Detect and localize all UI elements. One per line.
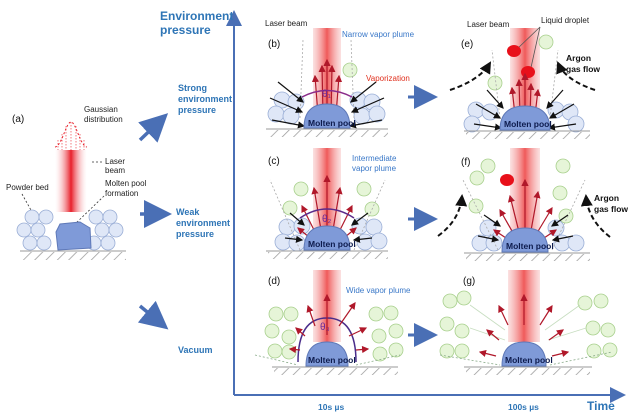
gaussian-profile	[54, 121, 88, 148]
panel-d: (d) Wide vapor plume θ₃ Molten pool	[254, 270, 411, 375]
panel-e-tag: (e)	[461, 39, 473, 50]
panel-b: (b) Laser beam Narrow vapor plume Vapori…	[265, 19, 415, 137]
argon-flow-right-f	[580, 194, 611, 238]
powder-bed-label: Powder bed	[6, 183, 49, 192]
y-axis-label-line2: pressure	[160, 23, 211, 37]
theta-b: θ₁	[322, 89, 332, 100]
pool-label-c: Molten pool	[308, 239, 356, 249]
pool-label-e: Molten pool	[504, 119, 552, 129]
arrow-to-strong	[138, 113, 169, 143]
plume-label-c-1: Intermediate	[352, 154, 397, 163]
arrow-to-vacuum	[137, 300, 169, 330]
theta-d: θ₃	[320, 322, 330, 333]
argon-label-e-1: Argon	[566, 53, 591, 63]
gaussian-label-1: Gaussian	[84, 105, 118, 114]
plume-label-b: Narrow vapor plume	[342, 30, 415, 39]
panel-a-tag: (a)	[12, 114, 24, 125]
laser-label-e: Laser beam	[467, 20, 510, 29]
panel-g-tag: (g)	[463, 276, 475, 287]
pool-label-f: Molten pool	[506, 241, 554, 251]
theta-c: θ₂	[322, 214, 332, 225]
vaporization-label: Vaporization	[366, 74, 410, 83]
panel-b-tag: (b)	[268, 39, 280, 50]
laser-beam-a	[55, 150, 87, 212]
argon-flow-right-e	[556, 61, 596, 91]
molten-formation-label-1: Molten pool	[105, 179, 147, 188]
molten-pool-c	[303, 225, 351, 251]
molten-pool-d	[305, 341, 349, 367]
pool-label-g: Molten pool	[505, 355, 553, 365]
weak-label-3: pressure	[176, 229, 214, 239]
molten-pool-e	[499, 105, 551, 131]
time-tick-10s: 10s µs	[318, 402, 344, 412]
argon-label-e-2: gas flow	[566, 64, 600, 74]
liquid-droplet-f	[500, 174, 514, 186]
argon-label-f-2: gas flow	[594, 204, 628, 214]
molten-pointer	[72, 195, 105, 227]
panel-e: (e) Laser beam Liquid droplet Molten poo…	[449, 16, 600, 139]
argon-flow-left-e	[449, 61, 492, 91]
laser-label-2: beam	[105, 166, 125, 175]
gaussian-label-2: distribution	[84, 115, 123, 124]
panel-c: (c) Intermediate vapor plume θ₂ Molten p…	[266, 148, 397, 259]
substrate-a	[22, 252, 126, 260]
molten-pool-a	[55, 221, 92, 251]
strong-label-2: environment	[178, 94, 232, 104]
panel-a: (a) Gaussian distribution Laser beam Pow…	[6, 105, 147, 260]
panel-f: (f) Molten pool Argon gas flow	[437, 148, 628, 261]
weak-label-2: environment	[176, 218, 230, 228]
panel-f-tag: (f)	[461, 157, 470, 168]
x-axis-label: Time	[587, 399, 615, 413]
molten-pool-b	[303, 103, 351, 129]
droplet-label: Liquid droplet	[541, 16, 590, 25]
molten-formation-label-2: formation	[105, 189, 138, 198]
vacuum-label: Vacuum	[178, 345, 213, 355]
laser-label-b: Laser beam	[265, 19, 308, 28]
laser-label-1: Laser	[105, 157, 125, 166]
y-axis-label-line1: Environment	[160, 9, 233, 23]
plume-label-d: Wide vapor plume	[346, 286, 411, 295]
panel-d-tag: (d)	[268, 276, 280, 287]
panel-c-tag: (c)	[268, 156, 280, 167]
pool-label-d: Molten pool	[308, 355, 356, 365]
argon-flow-left-f	[437, 194, 468, 237]
powder-bed-a	[16, 209, 124, 251]
molten-pool-f	[501, 227, 549, 253]
argon-label-f-1: Argon	[594, 193, 619, 203]
gaussian-hatch	[57, 122, 85, 150]
strong-label-3: pressure	[178, 105, 216, 115]
pool-label-b: Molten pool	[308, 118, 356, 128]
plume-label-c-2: vapor plume	[352, 164, 397, 173]
panel-g: (g) Molten pool	[439, 270, 618, 375]
time-tick-100s: 100s µs	[508, 402, 539, 412]
strong-label-1: Strong	[178, 83, 207, 93]
liquid-droplet-1	[507, 45, 521, 57]
weak-label-1: Weak	[176, 207, 200, 217]
liquid-droplet-2	[521, 66, 535, 78]
molten-pool-g	[501, 341, 547, 367]
powder-pointer	[21, 193, 33, 213]
